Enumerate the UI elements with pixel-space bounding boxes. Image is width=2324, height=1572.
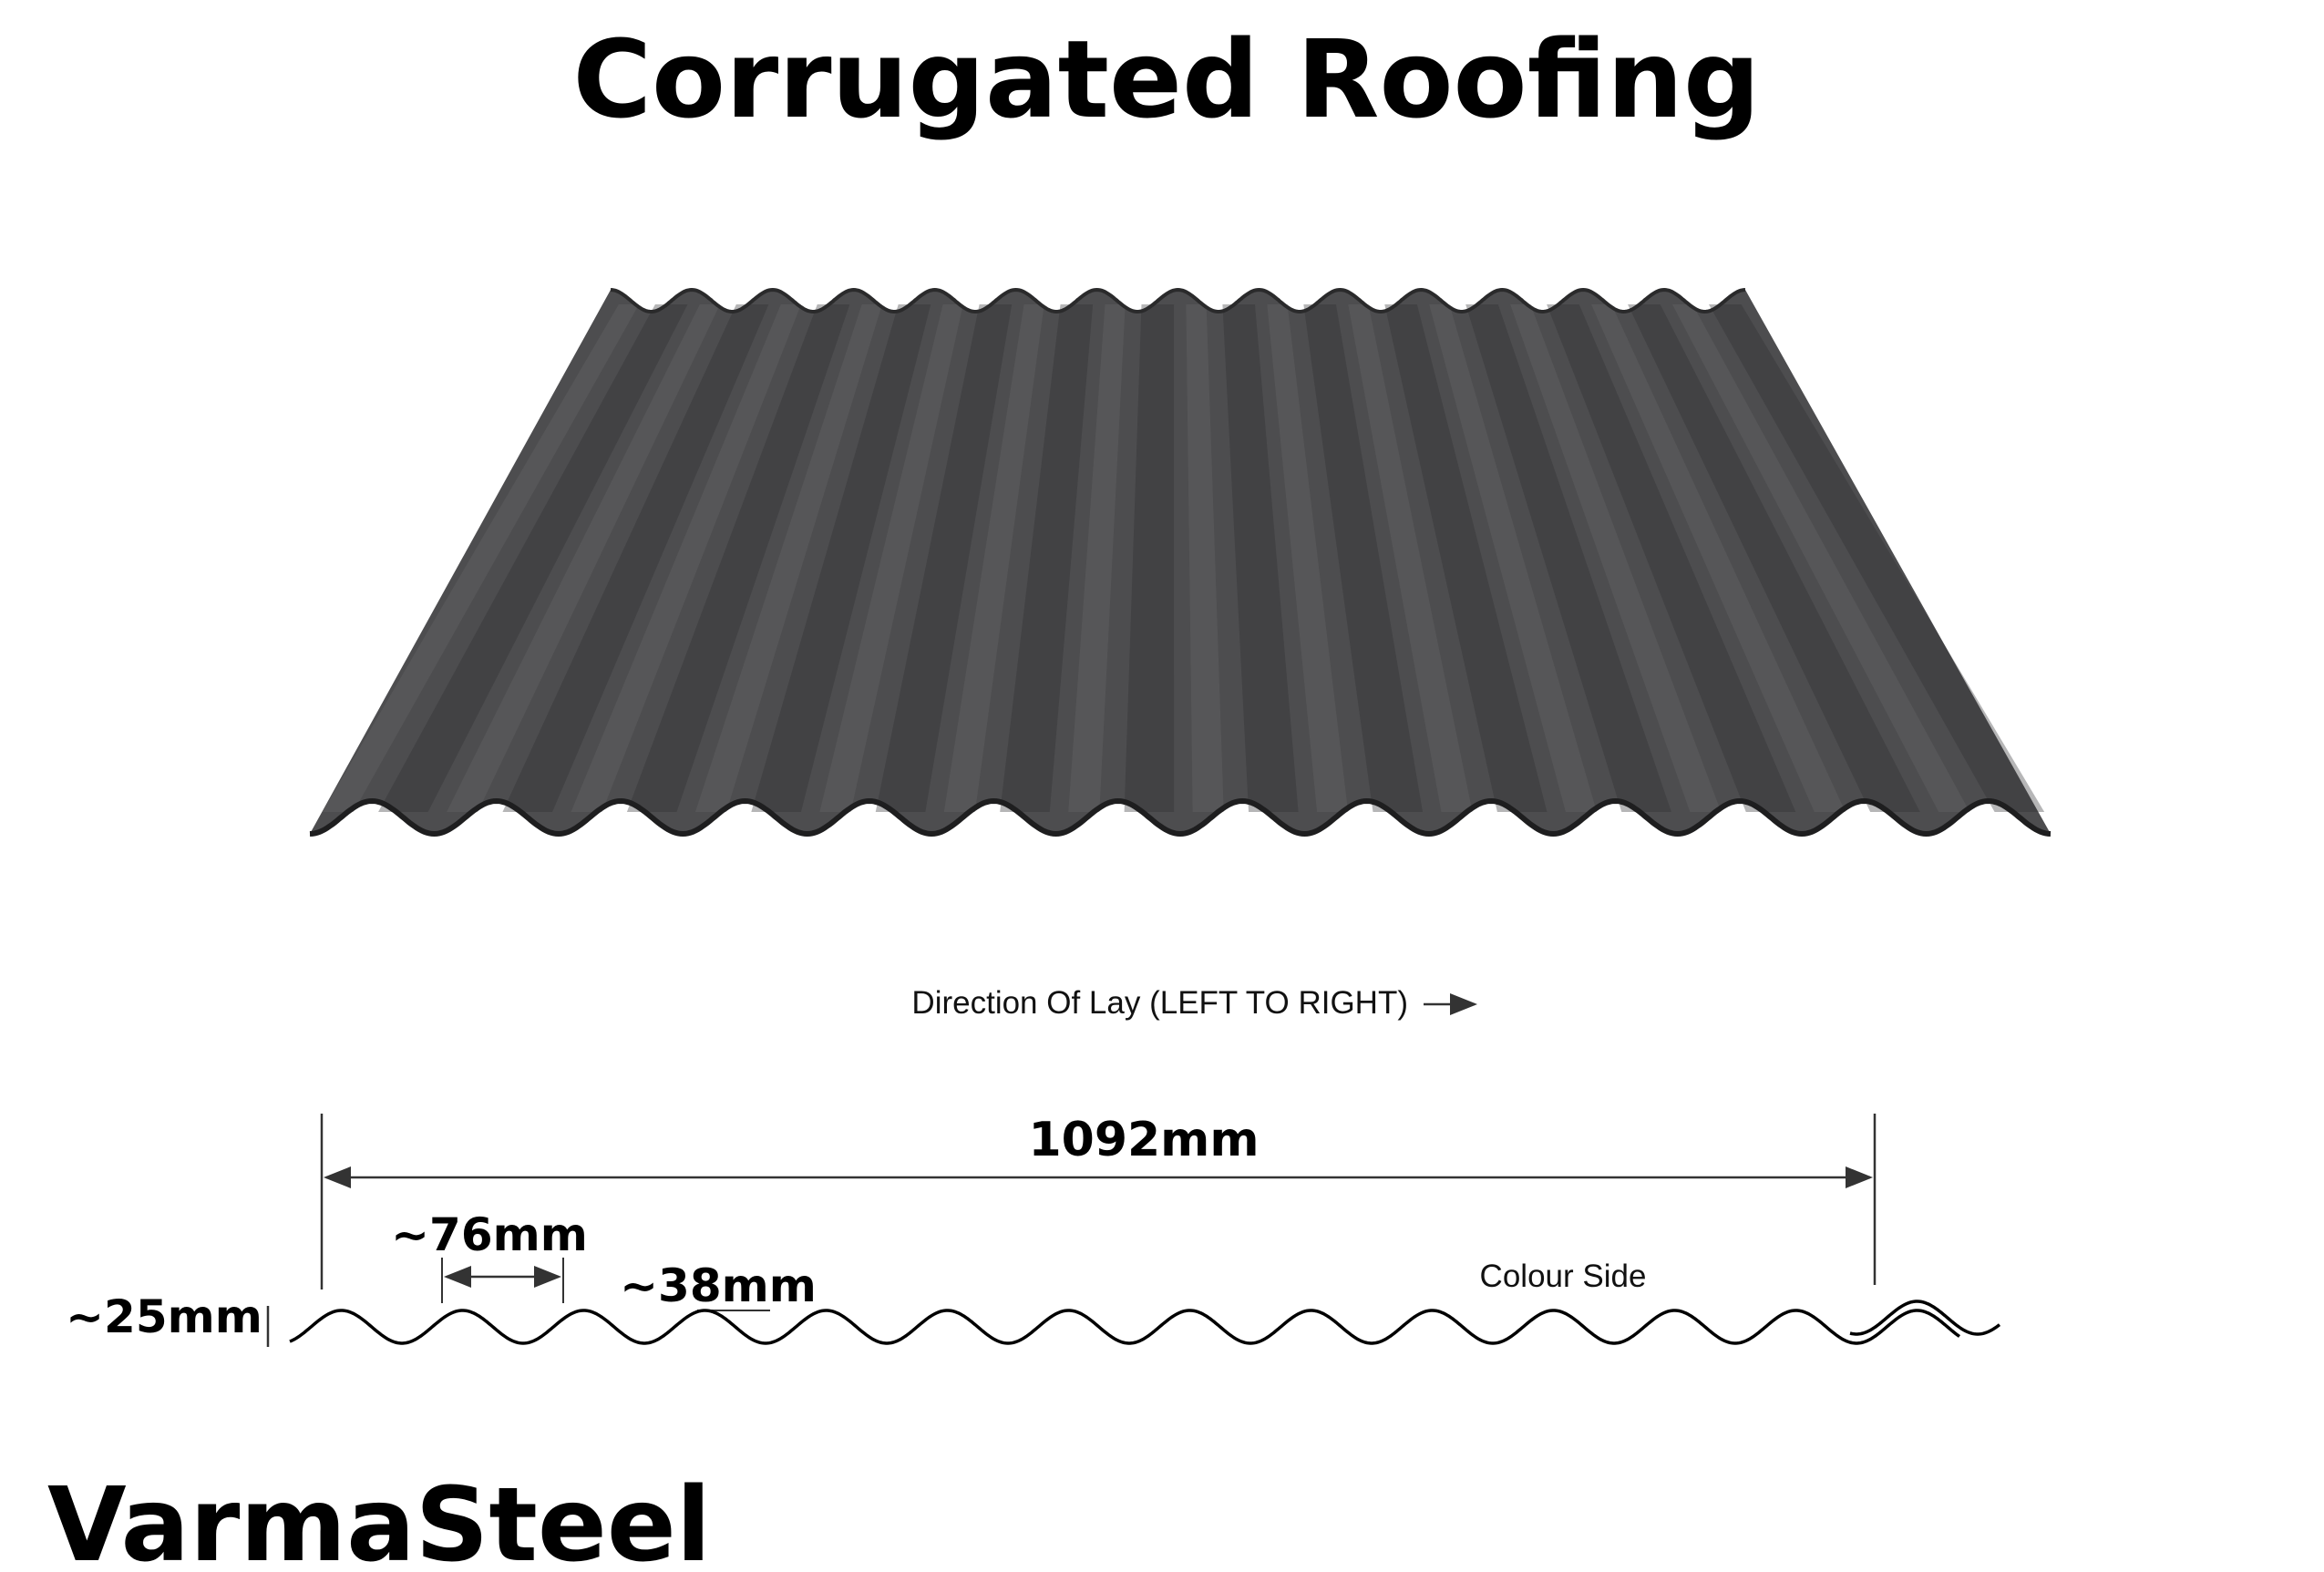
colour-side-label: Colour Side — [1480, 1259, 1647, 1294]
direction-of-lay-label: Direction Of Lay (LEFT TO RIGHT) — [911, 985, 1408, 1021]
roof-sheet-rib-highlight — [1510, 304, 1722, 812]
roof-sheet-top-edge — [610, 287, 1746, 314]
roof-sheet-rib-shadow — [1222, 304, 1299, 812]
roof-sheet-rib-highlight — [1267, 304, 1349, 812]
depth-dimension: ~25mm — [66, 1290, 270, 1347]
roof-sheet-rib-highlight — [447, 304, 721, 812]
roof-sheet-rib-highlight — [1068, 304, 1126, 812]
roof-sheet-rib-shadow — [1547, 304, 1796, 812]
roof-sheet-bottom-edge — [309, 797, 2051, 837]
half-pitch-dimension: ~38mm — [620, 1259, 817, 1312]
roof-sheet-rib-highlight — [694, 304, 882, 812]
roof-sheet-rib-shadow — [1465, 304, 1671, 812]
roof-sheet-body — [310, 290, 2051, 834]
roof-sheet-rib-shadow — [875, 304, 1013, 812]
roof-sheet-rib-shadow — [1303, 304, 1424, 812]
roof-sheet-rib-shadow — [378, 304, 688, 812]
roof-sheet-rib-highlight — [1671, 304, 1970, 812]
roof-sheet-rib-highlight — [819, 304, 963, 812]
roof-sheet-rib-shadow — [1708, 304, 2045, 812]
roof-sheet-rib-shadow — [1628, 304, 1920, 812]
depth-dimension-label: ~25mm — [66, 1290, 262, 1343]
roof-sheet-rib-shadow — [626, 304, 850, 812]
corrugation-overlap-profile — [1849, 1300, 2001, 1336]
roof-sheet-rib-shadow — [1384, 304, 1548, 812]
page-title: Corrugated Roofing — [572, 16, 1760, 142]
roof-sheet-rib-highlight — [943, 304, 1044, 812]
roof-sheet-rib-shadow — [1124, 304, 1175, 812]
brand-logo-text: VarmaSteel — [47, 1466, 711, 1572]
roof-sheet-illustration — [309, 287, 2051, 837]
pitch-dimension: ~76mm — [391, 1208, 588, 1303]
roof-sheet-rib-shadow — [1000, 304, 1094, 812]
roof-sheet-rib-highlight — [322, 304, 640, 812]
roof-sheet-rib-highlight — [571, 304, 801, 812]
corrugation-profile — [289, 1309, 1961, 1345]
width-dimension-label: 1092mm — [1028, 1113, 1259, 1167]
roof-sheet-rib-shadow — [502, 304, 769, 812]
roof-sheet-rib-highlight — [1186, 304, 1224, 812]
roof-sheet-ribs — [322, 304, 2045, 812]
pitch-dimension-label: ~76mm — [391, 1208, 588, 1261]
half-pitch-label: ~38mm — [620, 1259, 817, 1312]
roof-sheet-rib-highlight — [1429, 304, 1598, 812]
roof-sheet-rib-shadow — [751, 304, 931, 812]
roof-sheet-rib-highlight — [1591, 304, 1846, 812]
roof-sheet-rib-highlight — [1348, 304, 1473, 812]
width-dimension: 1092mm — [320, 1113, 1877, 1289]
